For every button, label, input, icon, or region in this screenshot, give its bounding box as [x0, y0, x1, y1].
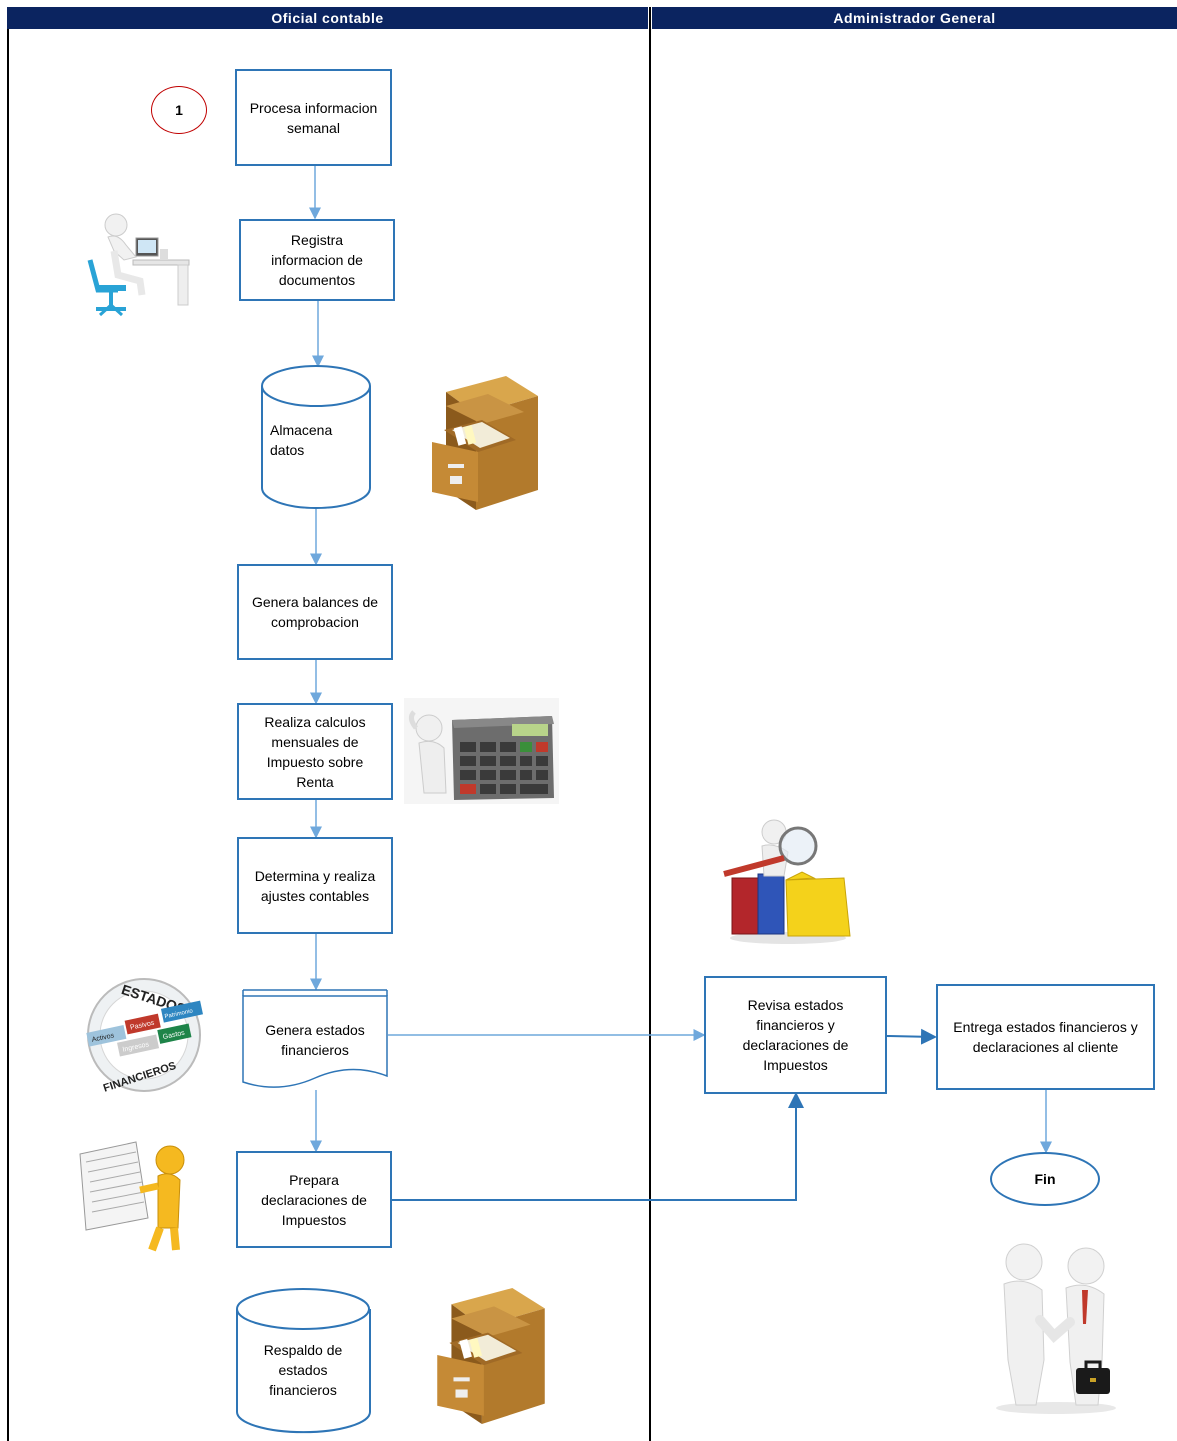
badge-tag-gastos: Gastos [162, 1029, 186, 1041]
handshake-icon [996, 1243, 1116, 1414]
genera-estados-label: Genera estados financieros [265, 1022, 365, 1058]
person-at-computer-icon [87, 213, 190, 317]
respaldo-label: Respaldo de estados financieros [263, 1342, 343, 1398]
process-genera-balances: Genera balances de comprobacion [237, 564, 393, 660]
connector-1: 1 [151, 86, 207, 134]
process-determina-ajustes: Determina y realiza ajustes contables [237, 837, 393, 934]
process-revisa-estados: Revisa estados financieros y declaracion… [704, 976, 887, 1094]
process-procesa-informacion: Procesa informacion semanal [235, 69, 392, 166]
terminator-fin: Fin [990, 1152, 1100, 1206]
badge-tag-activos: Activos [91, 1032, 115, 1044]
lane-header-oficial-contable: Oficial contable [7, 7, 648, 29]
lane-header-administrador-general: Administrador General [652, 7, 1177, 29]
calculator-person-icon [404, 698, 559, 804]
arrow-prepara-revisa [392, 1092, 804, 1201]
lane-border-left [7, 29, 9, 1441]
magnifier-folders-icon [723, 819, 851, 944]
lane-divider [649, 7, 651, 1441]
arrow-revisa-entrega [886, 1028, 937, 1045]
process-realiza-calculos: Realiza calculos mensuales de Impuesto s… [237, 703, 393, 800]
process-registra-informacion: Registra informacion de documentos [239, 219, 395, 301]
process-prepara-declaraciones: Prepara declaraciones de Impuestos [236, 1151, 392, 1248]
process-entrega-estados: Entrega estados financieros y declaracio… [936, 984, 1155, 1090]
badge-tag-patrimonio: Patrimonio [164, 1008, 194, 1020]
filing-cabinet-icon [432, 376, 538, 510]
filing-cabinet-backup-icon [437, 1288, 545, 1424]
person-with-document-icon [79, 1141, 185, 1252]
almacena-datos-label: Almacena datos [270, 422, 333, 458]
estados-financieros-badge-icon: ESTADOS Activos Pasivos Patrimonio Ingre… [86, 978, 203, 1095]
